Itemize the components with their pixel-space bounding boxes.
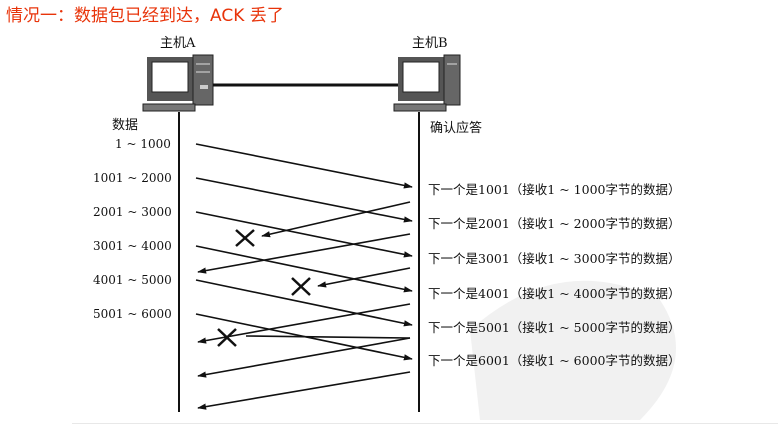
ack-label: 下一个是1001（接收1 ~ 1000字节的数据） [428,182,681,197]
segment-label: 2001 ~ 3000 [93,205,172,219]
data-arrow [196,144,412,187]
data-arrow [196,280,412,325]
host-b-label: 主机B [412,36,448,52]
data-segments [196,144,412,359]
host-a-computer-icon [143,55,213,111]
ack-arrow-lost [318,268,410,286]
lost-mark-icon [236,230,254,246]
segment-label: 1 ~ 1000 [115,137,171,151]
ack-label: 下一个是5001（接收1 ~ 5000字节的数据） [428,320,681,335]
segment-label: 1001 ~ 2000 [93,171,172,185]
ack-arrow [198,338,410,376]
segment-label: 4001 ~ 5000 [93,273,172,287]
ack-arrow-lost [262,202,410,236]
ack-label: 下一个是6001（接收1 ~ 6000字节的数据） [428,353,681,368]
segment-label: 5001 ~ 6000 [93,307,172,321]
ack-label: 下一个是3001（接收1 ~ 3000字节的数据） [428,251,681,266]
data-arrow [196,178,412,221]
ack-label: 下一个是4001（接收1 ~ 4000字节的数据） [428,286,681,301]
ack-column-label: 确认应答 [430,121,482,137]
data-arrow [196,212,412,256]
lost-mark-icon [292,278,310,295]
segment-label: 3001 ~ 4000 [93,239,172,253]
ack-segments [198,202,410,408]
host-b-computer-icon [394,55,460,111]
watermark-logo [470,281,676,420]
ack-label: 下一个是2001（接收1 ~ 2000字节的数据） [428,216,681,231]
host-a-label: 主机A [160,36,195,52]
divider [72,423,778,424]
ack-arrow-lost [246,336,410,338]
ack-arrow [198,372,410,408]
data-column-label: 数据 [112,118,138,134]
